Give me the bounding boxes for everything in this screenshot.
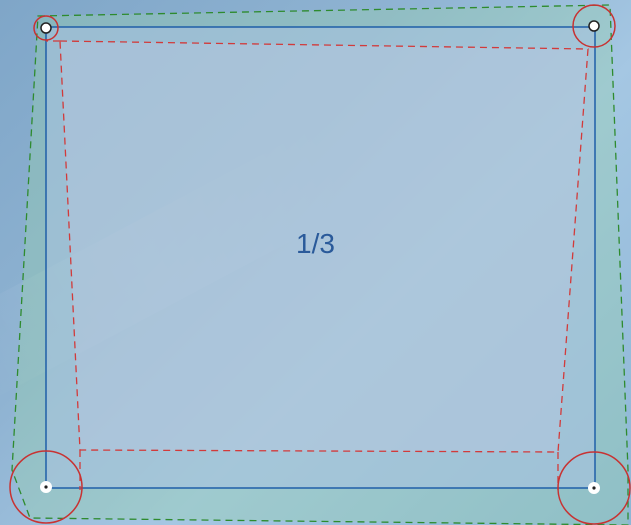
- top-right-handle[interactable]: [572, 4, 616, 48]
- page-indicator: 1/3: [296, 228, 335, 259]
- bottom-left-handle[interactable]: [9, 450, 83, 524]
- inner-perspective-guide: [59, 40, 589, 453]
- crop-frame[interactable]: [45, 26, 596, 489]
- bottom-right-handle[interactable]: [557, 451, 631, 525]
- top-left-handle[interactable]: [33, 15, 59, 41]
